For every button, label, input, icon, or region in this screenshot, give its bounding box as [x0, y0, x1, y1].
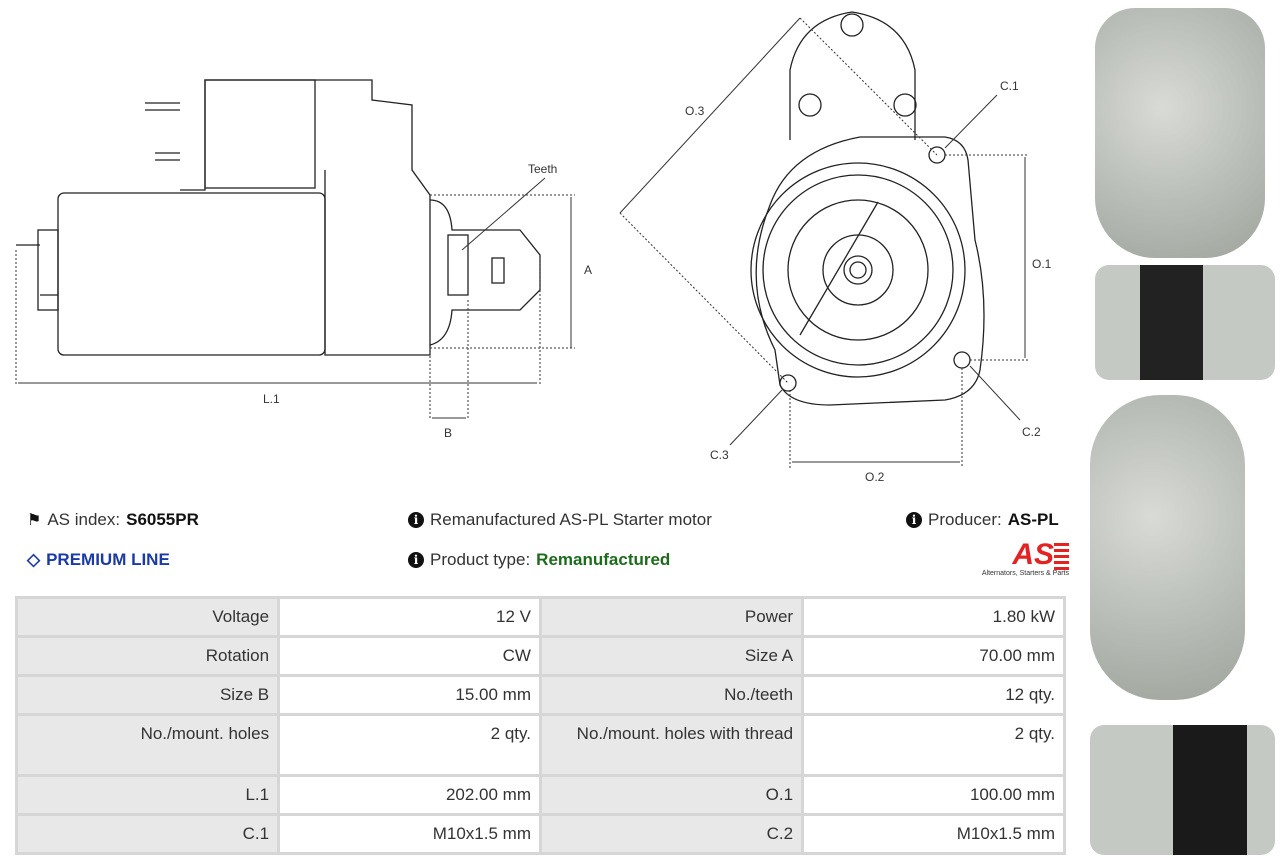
spec-value: 12 V — [277, 596, 542, 638]
o3-label: O.3 — [685, 104, 705, 118]
description: i Remanufactured AS-PL Starter motor — [408, 510, 712, 530]
spec-label: Power — [538, 596, 805, 638]
spec-value: 100.00 mm — [801, 774, 1066, 816]
c2-label: C.2 — [1022, 425, 1041, 439]
o2-label: O.2 — [865, 470, 885, 484]
diamond-icon: ◇ — [27, 550, 41, 569]
product-photo-front[interactable] — [1095, 8, 1265, 258]
product-type-label: Product type: — [430, 550, 531, 569]
spec-value: CW — [277, 635, 542, 677]
spec-value: 12 qty. — [801, 674, 1066, 716]
spec-label: Rotation — [14, 635, 281, 677]
producer: i Producer: AS-PL — [906, 510, 1059, 530]
product-photo-rear[interactable] — [1090, 395, 1245, 700]
spec-value: 15.00 mm — [277, 674, 542, 716]
as-index-label: AS index: — [47, 510, 121, 529]
spec-label: C.2 — [538, 813, 805, 855]
product-photo-side[interactable] — [1095, 265, 1275, 380]
c1-label: C.1 — [1000, 79, 1019, 93]
spec-value: 202.00 mm — [277, 774, 542, 816]
product-type: i Product type: Remanufactured — [408, 550, 670, 570]
info-icon: i — [408, 552, 424, 568]
producer-value: AS-PL — [1007, 510, 1059, 529]
spec-value: 2 qty. — [277, 713, 542, 777]
spec-value: 2 qty. — [801, 713, 1066, 777]
premium-line: ◇ PREMIUM LINE — [27, 550, 170, 570]
front-view-diagram: O.1 O.2 O.3 C.1 C.2 C.3 — [619, 11, 1052, 484]
info-icon: i — [906, 512, 922, 528]
spec-label: Size B — [14, 674, 281, 716]
a-label: A — [584, 263, 592, 277]
logo-tagline: Alternators, Starters & Parts — [981, 570, 1069, 577]
premium-line-label: PREMIUM LINE — [46, 550, 170, 569]
product-type-value: Remanufactured — [536, 550, 671, 569]
producer-label: Producer: — [928, 510, 1002, 529]
as-pl-logo: AS Alternators, Starters & Parts — [965, 540, 1069, 577]
l1-label: L.1 — [263, 392, 280, 406]
spec-label: No./mount. holes — [14, 713, 281, 777]
b-label: B — [444, 426, 452, 440]
spec-label: L.1 — [14, 774, 281, 816]
spec-value: M10x1.5 mm — [801, 813, 1066, 855]
spec-label: Voltage — [14, 596, 281, 638]
spec-label: No./mount. holes with thread — [538, 713, 805, 777]
as-index: ⚑ AS index: S6055PR — [27, 510, 199, 530]
product-photo-side-2[interactable] — [1090, 725, 1275, 855]
spec-value: M10x1.5 mm — [277, 813, 542, 855]
spec-label: No./teeth — [538, 674, 805, 716]
teeth-label: Teeth — [528, 162, 557, 176]
description-text: Remanufactured AS-PL Starter motor — [430, 510, 712, 529]
o1-label: O.1 — [1032, 257, 1052, 271]
as-index-value: S6055PR — [126, 510, 199, 529]
info-icon: i — [408, 512, 424, 528]
spec-value: 1.80 kW — [801, 596, 1066, 638]
spec-value: 70.00 mm — [801, 635, 1066, 677]
side-view-diagram: Teeth A B L.1 — [15, 79, 592, 440]
c3-label: C.3 — [710, 448, 729, 462]
spec-label: Size A — [538, 635, 805, 677]
spec-label: C.1 — [14, 813, 281, 855]
spec-label: O.1 — [538, 774, 805, 816]
tags-icon: ⚑ — [27, 512, 42, 529]
logo-mark: AS — [965, 540, 1069, 570]
